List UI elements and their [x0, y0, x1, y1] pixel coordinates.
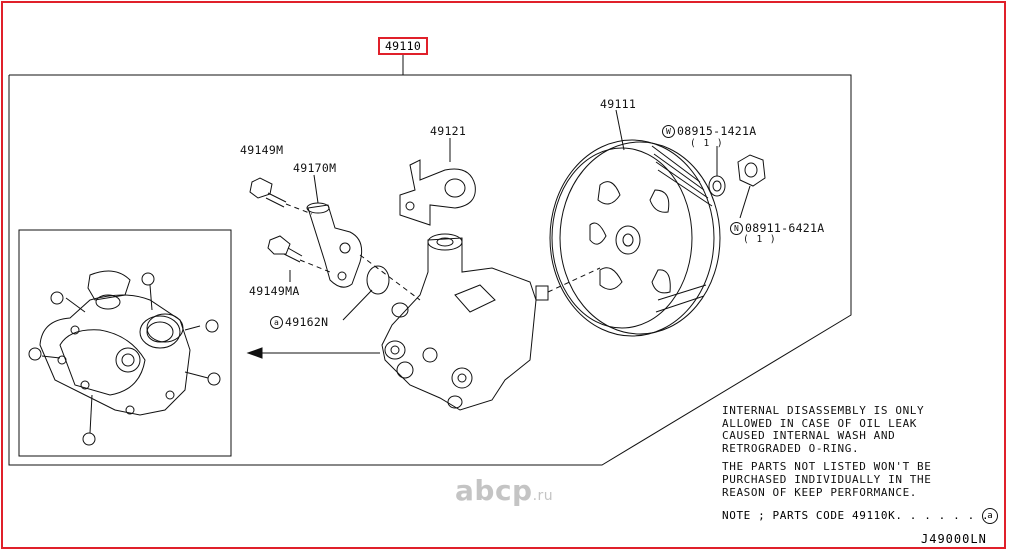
fitting-drawing — [306, 202, 363, 288]
label-washer-text: 08915-1421A — [677, 124, 757, 138]
pulley-drawing — [549, 139, 721, 337]
inset-box — [18, 229, 232, 457]
n-mark-icon: N — [730, 222, 743, 235]
a-mark-icon: a — [270, 316, 283, 329]
note-block: INTERNAL DISASSEMBLY IS ONLY ALLOWED IN … — [722, 404, 992, 499]
note-line: RETROGRADED O-RING. — [722, 441, 860, 455]
arrow-head — [246, 347, 263, 359]
note-line: REASON OF KEEP PERFORMANCE. — [722, 485, 918, 499]
note-line: THE PARTS NOT LISTED WON'T BE — [722, 460, 932, 474]
diagram-code: J49000LN — [921, 532, 987, 546]
label-49111: 49111 — [600, 97, 637, 111]
w-mark-icon: W — [662, 125, 675, 138]
label-nut-qty: ( 1 ) — [743, 234, 777, 245]
label-49149ma: 49149MA — [249, 284, 300, 298]
pump-body-drawing — [381, 233, 549, 411]
note-line: CAUSED INTERNAL WASH AND — [722, 429, 896, 443]
label-nut-text: 08911-6421A — [745, 221, 825, 235]
note-line: INTERNAL DISASSEMBLY IS ONLY — [722, 404, 925, 417]
leader-49111 — [615, 109, 625, 151]
watermark-brand: abcp — [455, 474, 533, 507]
watermark-logo: abcp.ru — [455, 474, 553, 507]
label-49121: 49121 — [430, 124, 467, 138]
bolt-49149ma-drawing — [267, 235, 303, 263]
assembly-part-number: 49110 — [378, 37, 428, 55]
bolt-49149m-drawing — [249, 177, 287, 208]
note-line: ALLOWED IN CASE OF OIL LEAK — [722, 416, 918, 430]
parts-code-note: NOTE ; PARTS CODE 49110K. . . . . . . — [722, 509, 990, 522]
assembly-outline — [8, 74, 852, 466]
watermark-tld: .ru — [532, 488, 554, 504]
label-49162n-text: 49162N — [285, 315, 329, 329]
note-line: PURCHASED INDIVIDUALLY IN THE — [722, 472, 932, 486]
bracket-drawing — [399, 159, 476, 226]
label-49149m: 49149M — [240, 143, 284, 157]
label-49170m: 49170M — [293, 161, 337, 175]
label-washer-qty: ( 1 ) — [690, 138, 724, 149]
nut-drawing — [737, 154, 766, 187]
inset-drawing — [28, 270, 221, 446]
washer-drawing — [708, 175, 726, 197]
parts-code-mark-icon: a — [982, 508, 998, 524]
o-ring-drawing — [366, 265, 390, 295]
